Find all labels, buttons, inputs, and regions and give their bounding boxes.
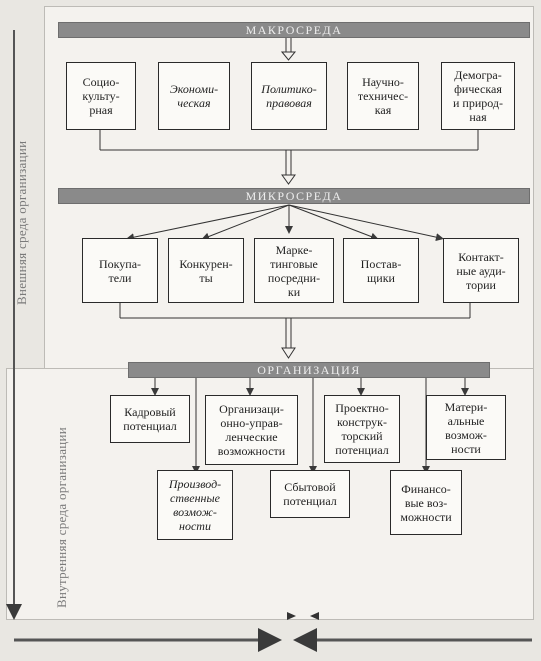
micro-box-contact-audiences: Контакт- ные ауди- тории [443, 238, 519, 303]
macro-box-sociocultural: Социо- культу- рная [66, 62, 136, 130]
organization-bar: ОРГАНИЗАЦИЯ [128, 362, 490, 378]
micro-box-competitors: Конкурен- ты [168, 238, 244, 303]
org-box-design-engineering: Проектно- конструк- торский потенциал [324, 395, 400, 463]
org-box-production-capabilities: Производ- ственные возмож- ности [157, 470, 233, 540]
macro-box-political-legal: Политико- правовая [251, 62, 327, 130]
micro-box-customers: Покупа- тели [82, 238, 158, 303]
macro-environment-bar: МАКРОСРЕДА [58, 22, 530, 38]
org-box-material-capabilities: Матери- альные возмож- ности [426, 395, 506, 460]
micro-environment-bar: МИКРОСРЕДА [58, 188, 530, 204]
micro-box-marketing-intermediaries: Марке- тинговые посредни- ки [254, 238, 334, 303]
macro-box-economic: Экономи- ческая [158, 62, 230, 130]
micro-box-suppliers: Постав- щики [343, 238, 419, 303]
org-box-sales-potential: Сбытовой потенциал [270, 470, 350, 518]
org-box-financial-capabilities: Финансо- вые воз- можности [390, 470, 462, 535]
org-box-personnel-potential: Кадровый потенциал [110, 395, 190, 443]
org-box-organizational-management: Организаци- онно-управ- ленческие возмож… [205, 395, 298, 465]
macro-box-scientific-technical: Научно- техничес- кая [347, 62, 419, 130]
macro-box-demographic-natural: Демогра- фическая и природ- ная [441, 62, 515, 130]
